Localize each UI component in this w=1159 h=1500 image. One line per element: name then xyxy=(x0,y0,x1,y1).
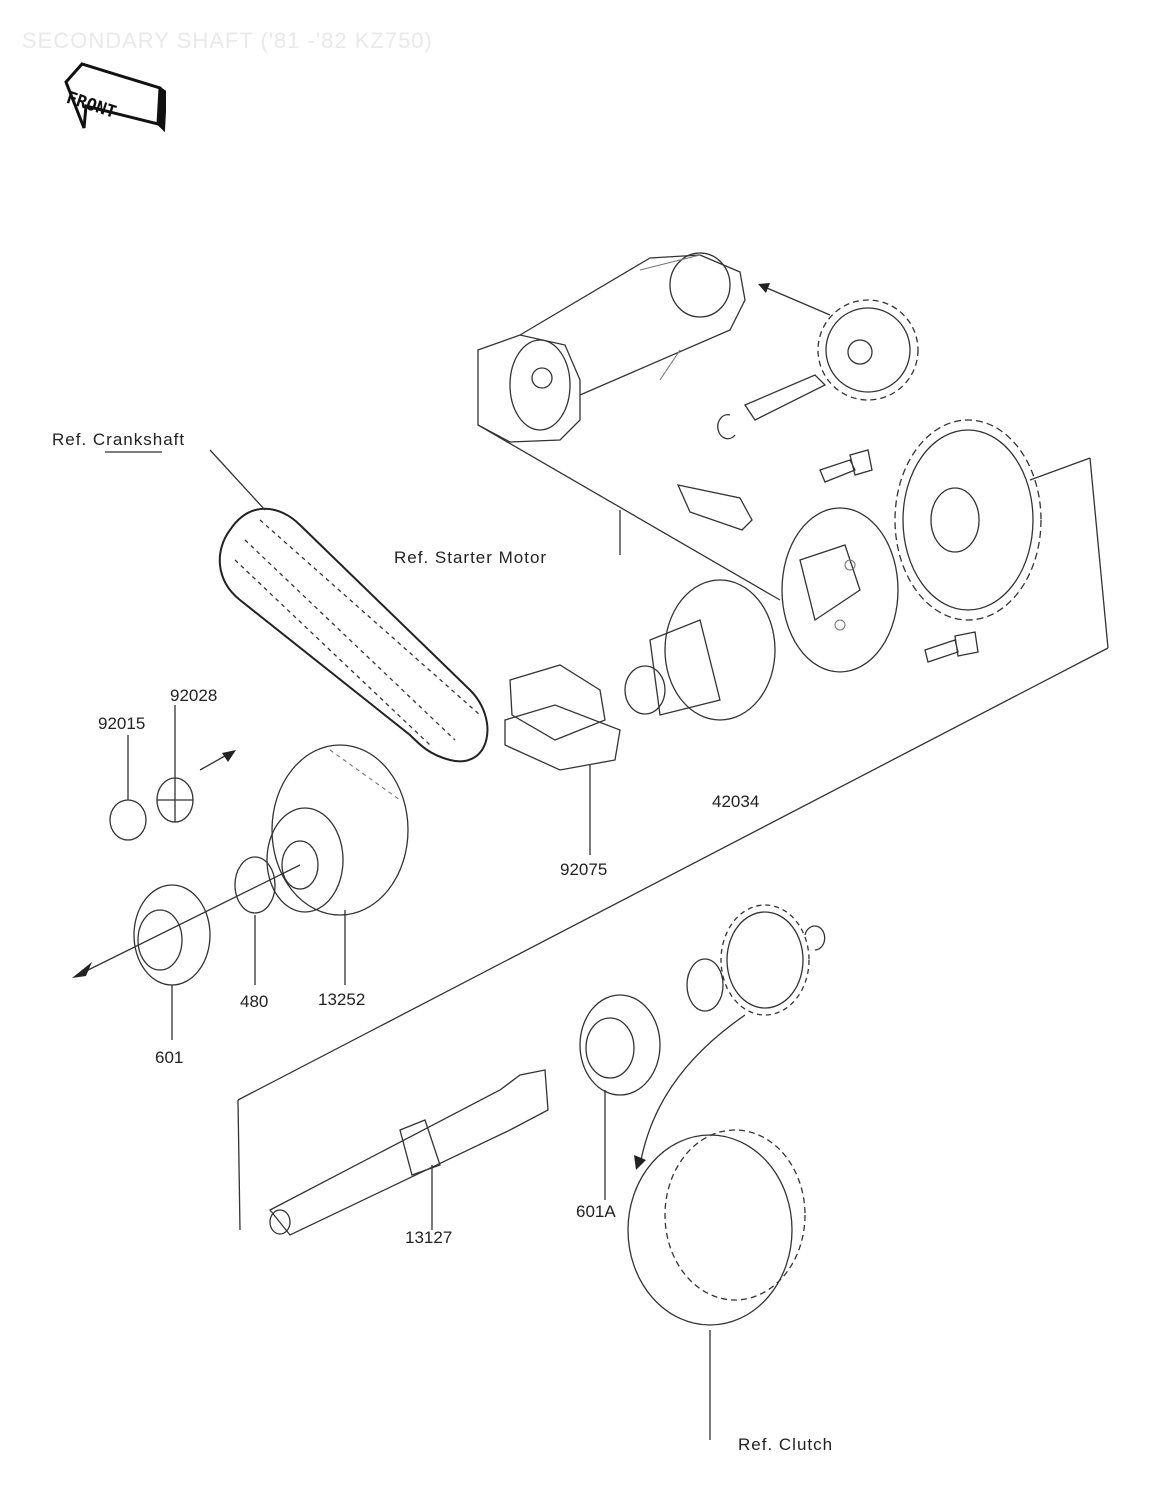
part-number-13252: 13252 xyxy=(318,990,366,1009)
secondary-shaft-drawing xyxy=(268,1069,549,1236)
starter-idler-gear-drawing xyxy=(817,299,919,401)
part-number-601a: 601A xyxy=(576,1202,616,1221)
part-number-13127: 13127 xyxy=(405,1228,453,1247)
part-number-92028: 92028 xyxy=(170,686,218,705)
bearing-601-drawing xyxy=(133,884,211,986)
starter-motor-drawing xyxy=(477,252,746,443)
part-number-42034: 42034 xyxy=(712,792,760,811)
bearing-601a-drawing xyxy=(579,994,661,1096)
collar-and-nut-drawing xyxy=(109,777,194,841)
front-arrow-icon xyxy=(62,62,168,144)
clutch-drive-gear-drawing xyxy=(720,904,810,1016)
ref-crankshaft-label: Ref. Crankshaft xyxy=(52,430,186,449)
page-title: SECONDARY SHAFT ('81 -'82 KZ750) xyxy=(22,28,433,53)
circlip-480-drawing xyxy=(234,856,276,914)
starter-clutch-drawing xyxy=(781,507,899,673)
thrust-washer-drawing xyxy=(686,958,724,1012)
damper-rubbers-drawing xyxy=(504,664,621,771)
part-number-92075: 92075 xyxy=(560,860,608,879)
snap-ring-drawing xyxy=(804,925,826,951)
sprocket-13252-drawing xyxy=(266,744,409,916)
part-number-92015: 92015 xyxy=(98,714,146,733)
part-number-480: 480 xyxy=(240,992,269,1011)
large-sprocket-drawing xyxy=(894,419,1042,621)
ref-starter-motor-label: Ref. Starter Motor xyxy=(394,548,548,567)
drive-chain-drawing xyxy=(218,507,489,763)
clutch-housing-drawing xyxy=(627,1129,806,1326)
ref-clutch-label: Ref. Clutch xyxy=(738,1435,834,1454)
gear-42034-drawing xyxy=(624,579,776,721)
part-number-601: 601 xyxy=(155,1048,184,1067)
